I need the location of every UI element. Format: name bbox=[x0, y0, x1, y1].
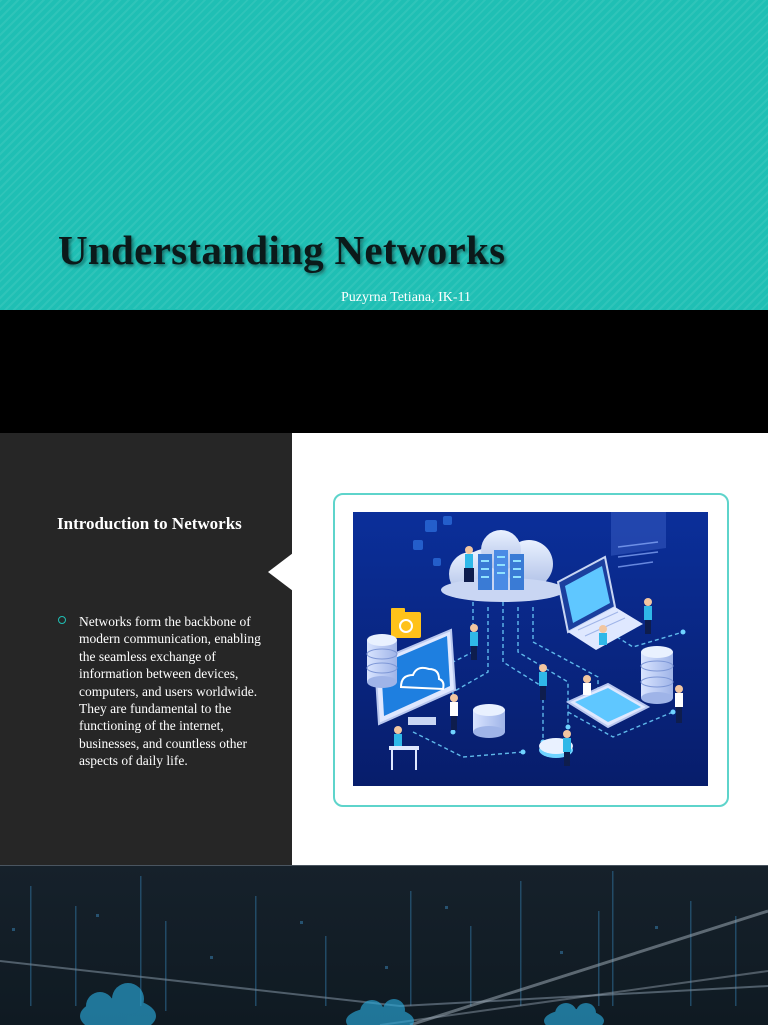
tech-background-slide bbox=[0, 865, 768, 1025]
intro-slide: Introduction to Networks Networks form t… bbox=[0, 433, 768, 865]
network-illustration bbox=[353, 512, 708, 786]
title-band bbox=[0, 0, 768, 310]
bullet-text: Networks form the backbone of modern com… bbox=[79, 614, 261, 769]
database-icon bbox=[366, 634, 398, 688]
slide-title: Understanding Networks bbox=[58, 227, 506, 273]
monitor-icon bbox=[373, 628, 457, 726]
title-slide: Understanding Networks Puzyrna Tetiana, … bbox=[0, 0, 768, 433]
server-icon bbox=[478, 550, 524, 590]
title-dark-band bbox=[0, 310, 768, 433]
laptop-icon bbox=[556, 555, 643, 650]
bullet-circle-icon bbox=[58, 616, 66, 624]
slide-subtitle: Puzyrna Tetiana, IK-11 bbox=[341, 290, 472, 305]
folder-icon bbox=[391, 608, 421, 638]
intro-text-panel bbox=[0, 433, 292, 865]
panel-arrow bbox=[268, 553, 293, 591]
digital-background bbox=[0, 871, 768, 1025]
person-icon bbox=[389, 546, 683, 770]
section-heading: Introduction to Networks bbox=[57, 514, 242, 533]
